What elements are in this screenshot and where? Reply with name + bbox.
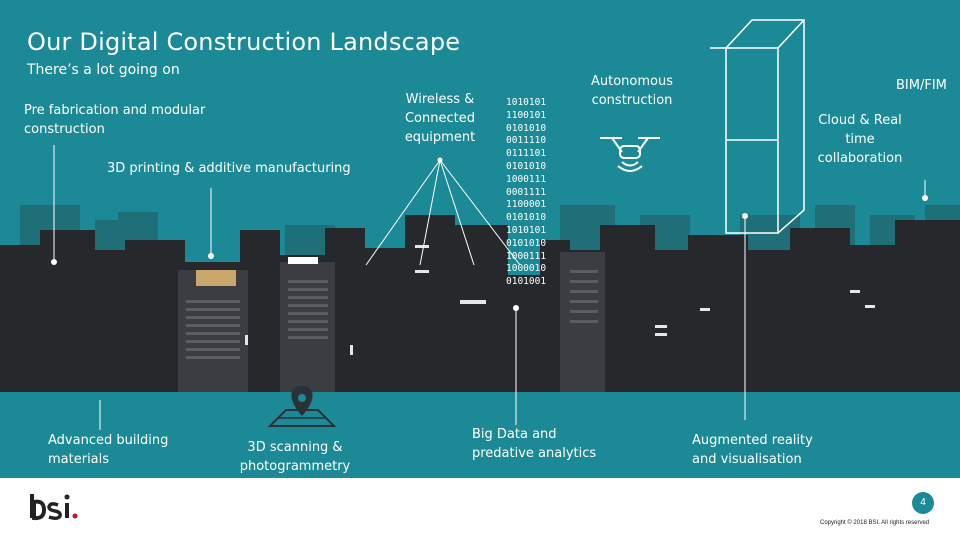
label-advanced-line: Advanced building — [48, 433, 169, 448]
binary-line: 1000111 — [506, 250, 547, 262]
label-bim: BIM/FIM — [896, 78, 947, 93]
label-bigdata-line: predative analytics — [472, 446, 597, 461]
building-windows — [186, 270, 598, 359]
binary-line: 0111101 — [506, 148, 547, 160]
slide-title: Our Digital Construction Landscape — [27, 28, 461, 56]
binary-line: 1000010 — [506, 263, 547, 275]
binary-line: 1100001 — [506, 199, 547, 211]
map-pin-icon — [267, 386, 337, 427]
label-cloud: Cloud & Real time collaboration — [808, 111, 912, 168]
label-scanning-line: 3D scanning & — [247, 440, 343, 455]
label-wireless: Wireless & Connected equipment — [392, 90, 488, 147]
label-advanced-materials: Advanced building materials — [48, 431, 168, 469]
label-cloud-line: collaboration — [817, 151, 903, 166]
label-advanced-line: materials — [48, 452, 110, 467]
binary-line: 0001111 — [506, 186, 547, 198]
label-wireless-line: Connected — [404, 111, 475, 126]
binary-line: 0101010 — [506, 160, 547, 172]
binary-line: 0101010 — [506, 237, 547, 249]
label-wireless-line: Wireless & — [405, 92, 475, 107]
label-scanning-line: photogrammetry — [239, 459, 351, 474]
label-autonomous-line: construction — [591, 93, 673, 108]
binary-line: 1100101 — [506, 109, 547, 121]
label-ar-line: Augmented reality — [692, 433, 813, 448]
binary-line: 0011110 — [506, 135, 547, 147]
label-prefab-line: Pre fabrication and modular — [24, 103, 206, 118]
label-cloud-line: time — [845, 132, 875, 147]
callout-dots — [51, 157, 928, 311]
label-big-data: Big Data and predative analytics — [472, 425, 596, 463]
binary-line: 1010101 — [506, 224, 547, 236]
bim-wireframe-icon — [710, 19, 805, 234]
drone-icon — [600, 137, 660, 172]
copyright-notice: Copyright © 2018 BSI. All rights reserve… — [820, 520, 930, 526]
binary-line: 1010101 — [506, 97, 547, 108]
label-augmented-reality: Augmented reality and visualisation — [692, 431, 813, 469]
label-wireless-line: equipment — [404, 130, 476, 145]
lit-windows — [245, 245, 875, 355]
bsi-logo — [30, 494, 78, 521]
page-number: 4 — [912, 492, 934, 514]
label-3d-scanning: 3D scanning & photogrammetry — [230, 438, 360, 476]
printed-block — [196, 270, 236, 286]
label-prefab: Pre fabrication and modular construction — [24, 101, 205, 139]
binary-line: 0101010 — [506, 212, 547, 224]
label-ar-line: and visualisation — [692, 452, 802, 467]
binary-line: 0101010 — [506, 122, 547, 134]
label-autonomous-line: Autonomous — [590, 74, 673, 89]
binary-data-column: 1010101 1100101 0101010 0011110 0111101 … — [506, 97, 550, 289]
slide-subtitle: There’s a lot going on — [27, 62, 180, 78]
label-autonomous: Autonomous construction — [580, 72, 684, 110]
binary-line: 1000111 — [506, 173, 547, 185]
binary-line: 0101001 — [506, 276, 547, 288]
label-bigdata-line: Big Data and — [472, 427, 557, 442]
label-cloud-line: Cloud & Real — [818, 113, 902, 128]
ground-band — [0, 392, 960, 478]
label-prefab-line: construction — [24, 122, 105, 137]
label-3d-printing: 3D printing & additive manufacturing — [107, 161, 351, 176]
footer-bar — [0, 478, 960, 540]
